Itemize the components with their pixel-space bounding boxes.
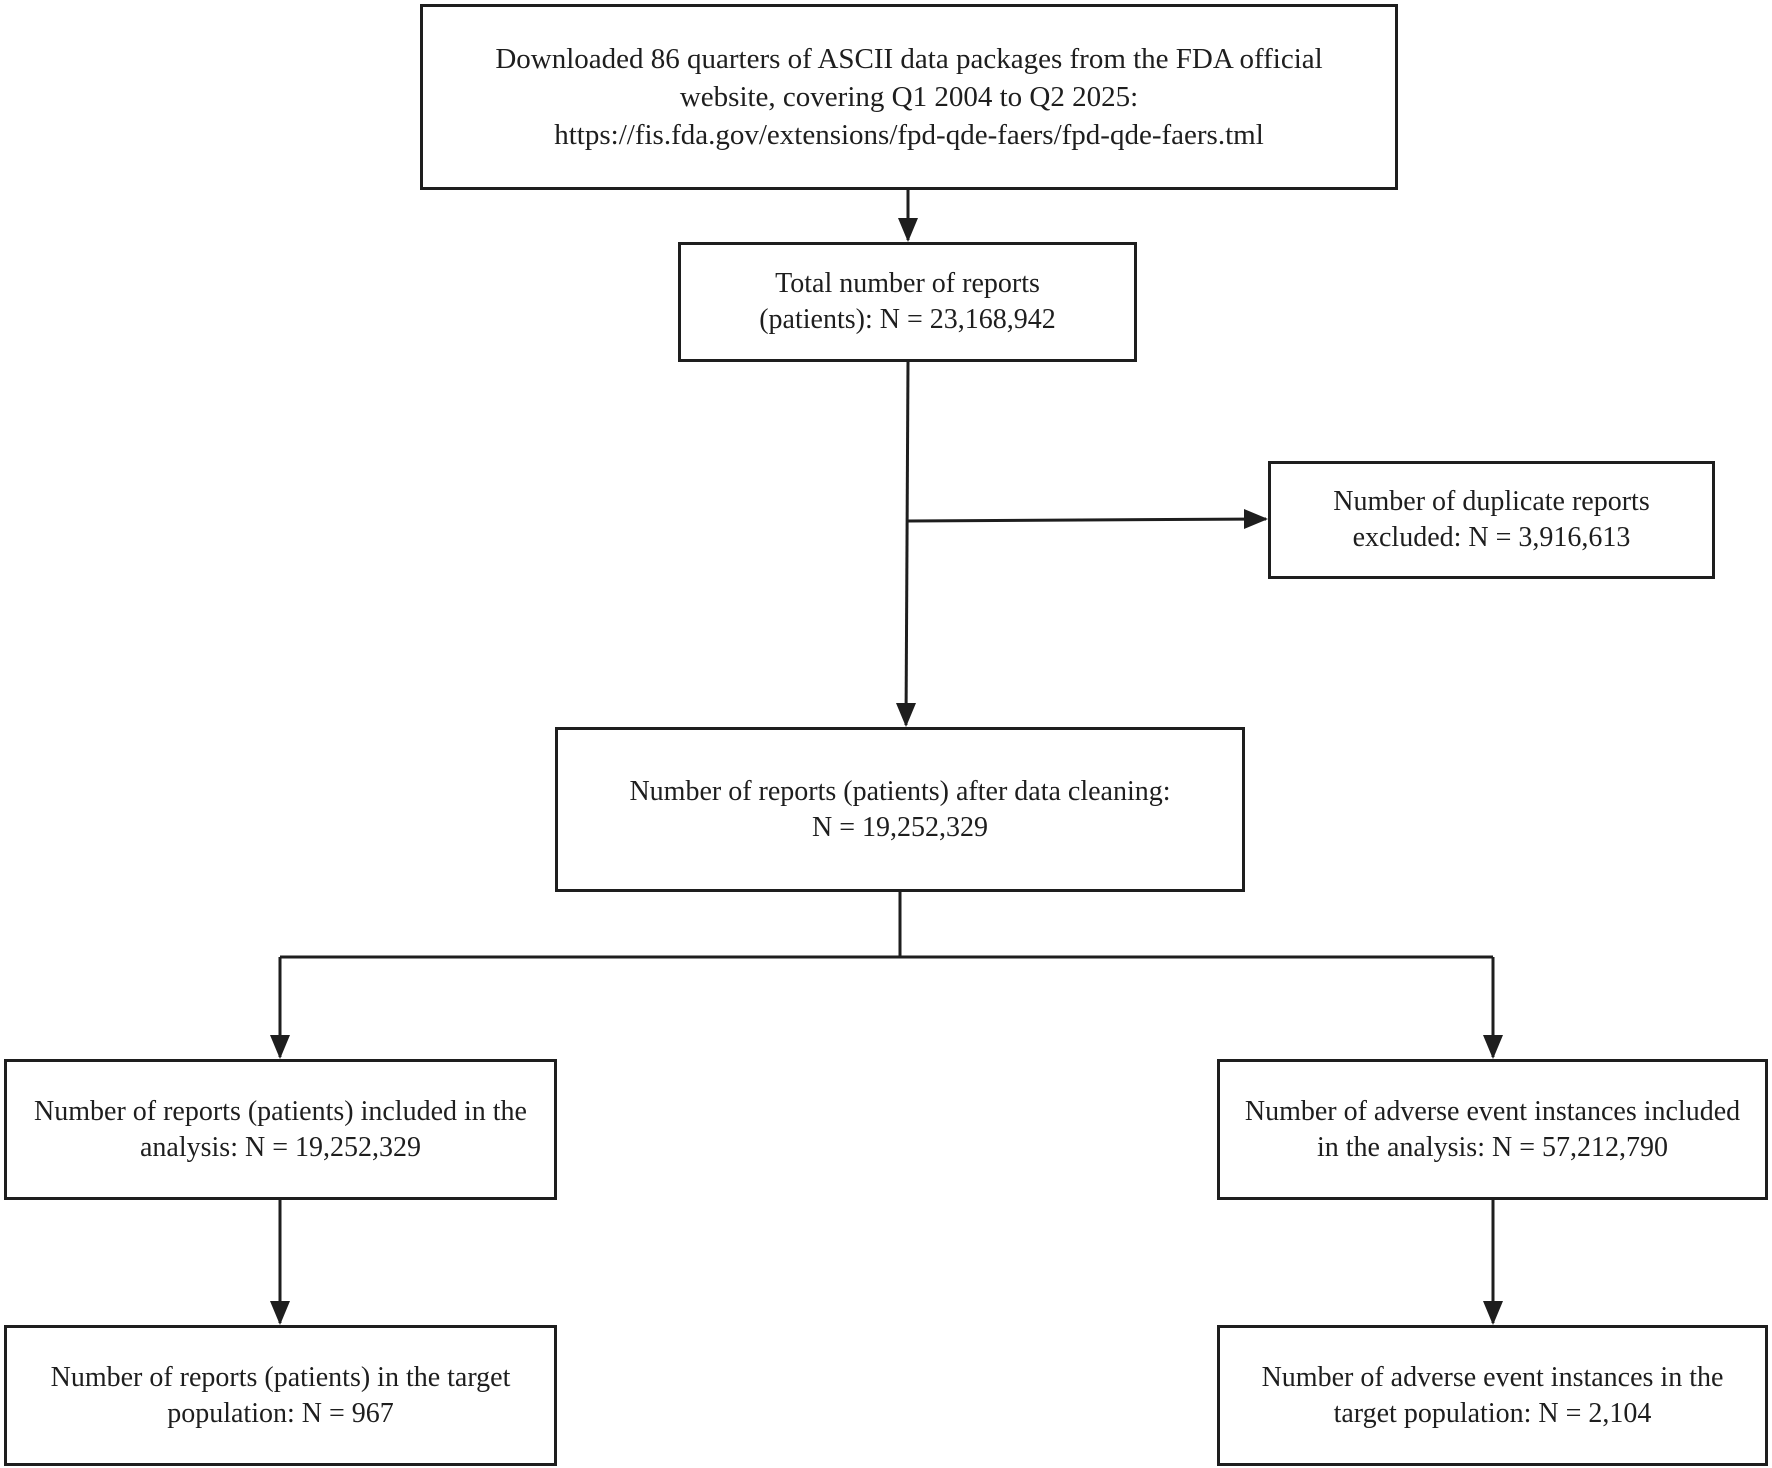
cleaned-line-1: Number of reports (patients) after data …	[629, 775, 1171, 807]
arrowhead-cleaned-to-reports-analysis	[270, 1035, 290, 1059]
reports-target-box: Number of reports (patients) in the targ…	[4, 1325, 557, 1466]
arrowhead-events-analysis-to-target	[1483, 1301, 1503, 1325]
source-line-2: website, covering Q1 2004 to Q2 2025:	[679, 81, 1139, 113]
source-line-1: Downloaded 86 quarters of ASCII data pac…	[495, 43, 1323, 75]
reports-target-line-2: population: N = 967	[167, 1397, 394, 1429]
duplicates-line-1: Number of duplicate reports	[1333, 486, 1650, 517]
events-analysis-box: Number of adverse event instances includ…	[1217, 1059, 1768, 1200]
reports-target-line-1: Number of reports (patients) in the targ…	[50, 1361, 511, 1393]
reports-analysis-line-2: analysis: N = 19,252,329	[140, 1131, 421, 1163]
source-download-box: Downloaded 86 quarters of ASCII data pac…	[420, 4, 1398, 190]
edge-total-to-cleaned	[904, 361, 910, 726]
arrowhead-cleaned-to-events-analysis	[1483, 1035, 1503, 1059]
cleaned-line-2: N = 19,252,329	[811, 811, 988, 843]
reports-analysis-line-1: Number of reports (patients) included in…	[34, 1095, 527, 1127]
arrowhead-source-to-total	[898, 218, 918, 242]
total-line-2: (patients): N = 23,168,942	[759, 304, 1056, 335]
duplicates-line-2: excluded: N = 3,916,613	[1352, 522, 1631, 553]
reports-analysis-box: Number of reports (patients) included in…	[4, 1059, 557, 1200]
events-analysis-line-1: Number of adverse event instances includ…	[1244, 1095, 1741, 1127]
events-analysis-line-2: in the analysis: N = 57,212,790	[1317, 1131, 1668, 1163]
events-target-line-1: Number of adverse event instances in the	[1261, 1361, 1724, 1393]
total-reports-box: Total number of reports (patients): N = …	[678, 242, 1137, 362]
events-target-box: Number of adverse event instances in the…	[1217, 1325, 1768, 1466]
cleaned-reports-box: Number of reports (patients) after data …	[555, 727, 1245, 892]
events-target-line-2: target population: N = 2,104	[1333, 1397, 1652, 1429]
total-line-1: Total number of reports	[775, 268, 1040, 299]
arrowhead-total-to-cleaned	[896, 703, 916, 727]
arrowhead-total-to-duplicates	[1244, 509, 1268, 529]
source-url: https://fis.fda.gov/extensions/fpd-qde-f…	[554, 119, 1264, 151]
edge-total-to-duplicates	[907, 517, 1267, 523]
arrowhead-reports-analysis-to-target	[270, 1301, 290, 1325]
duplicate-reports-box: Number of duplicate reports excluded: N …	[1268, 461, 1715, 579]
